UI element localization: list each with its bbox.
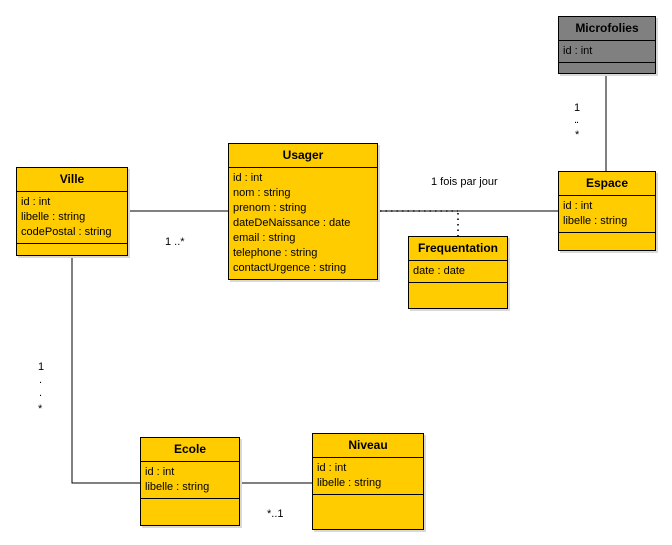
multiplicity-ville-usager: 1 ..*	[165, 236, 185, 248]
attribute: id : int	[563, 200, 593, 212]
class-ecole-operations	[141, 499, 239, 525]
class-microfolies-name: Microfolies	[559, 17, 655, 41]
attribute: telephone : string	[233, 247, 318, 259]
class-niveau-operations	[313, 495, 423, 529]
multiplicity-ecole-niveau: *..1	[267, 508, 284, 520]
attribute: libelle : string	[21, 211, 86, 223]
class-ville-attributes: id : int libelle : string codePostal : s…	[17, 192, 127, 244]
attribute: email : string	[233, 232, 296, 244]
class-usager-attributes: id : int nom : string prenom : string da…	[229, 168, 377, 280]
attribute: codePostal : string	[21, 226, 112, 238]
multiplicity-microfolies-star: *	[575, 129, 580, 141]
class-frequentation-attributes: date : date	[409, 261, 507, 283]
class-espace-operations	[559, 233, 655, 250]
class-ecole: Ecole id : int libelle : string	[140, 437, 240, 526]
class-espace: Espace id : int libelle : string	[558, 171, 656, 251]
class-ville-operations	[17, 244, 127, 255]
class-usager-name: Usager	[229, 144, 377, 168]
class-espace-attributes: id : int libelle : string	[559, 196, 655, 233]
attribute: id : int	[145, 466, 175, 478]
attribute: libelle : string	[317, 477, 382, 489]
class-frequentation-operations	[409, 283, 507, 308]
class-usager: Usager id : int nom : string prenom : st…	[228, 143, 378, 280]
attribute: id : int	[233, 172, 263, 184]
multiplicity-ville-ecole-star: *	[38, 403, 43, 415]
class-ecole-attributes: id : int libelle : string	[141, 462, 239, 499]
multiplicity-ville-ecole-dot-1: .	[39, 374, 43, 386]
attribute: prenom : string	[233, 202, 307, 214]
class-niveau-name: Niveau	[313, 434, 423, 458]
attribute: nom : string	[233, 187, 291, 199]
attribute: libelle : string	[145, 481, 210, 493]
class-frequentation: Frequentation date : date	[408, 236, 508, 309]
multiplicity-microfolies-1: 1	[574, 102, 581, 114]
attribute: id : int	[317, 462, 347, 474]
attribute: contactUrgence : string	[233, 262, 347, 274]
multiplicity-ville-ecole-dot-2: .	[39, 387, 43, 399]
class-ville-name: Ville	[17, 168, 127, 192]
attribute: id : int	[21, 196, 51, 208]
association-label-usager-espace: 1 fois par jour	[431, 176, 498, 188]
class-frequentation-name: Frequentation	[409, 237, 507, 261]
multiplicity-microfolies-dots: ..	[574, 114, 579, 126]
class-microfolies: Microfolies id : int	[558, 16, 656, 74]
attribute: id : int	[563, 45, 593, 57]
class-ville: Ville id : int libelle : string codePost…	[16, 167, 128, 256]
class-microfolies-attributes: id : int	[559, 41, 655, 63]
attribute: libelle : string	[563, 215, 628, 227]
class-microfolies-operations	[559, 63, 655, 73]
attribute: dateDeNaissance : date	[233, 217, 351, 229]
association-ville-ecole	[71, 256, 140, 484]
attribute: date : date	[413, 265, 465, 277]
class-espace-name: Espace	[559, 172, 655, 196]
class-ecole-name: Ecole	[141, 438, 239, 462]
multiplicity-ville-ecole-1: 1	[38, 361, 45, 373]
class-niveau-attributes: id : int libelle : string	[313, 458, 423, 495]
class-niveau: Niveau id : int libelle : string	[312, 433, 424, 530]
